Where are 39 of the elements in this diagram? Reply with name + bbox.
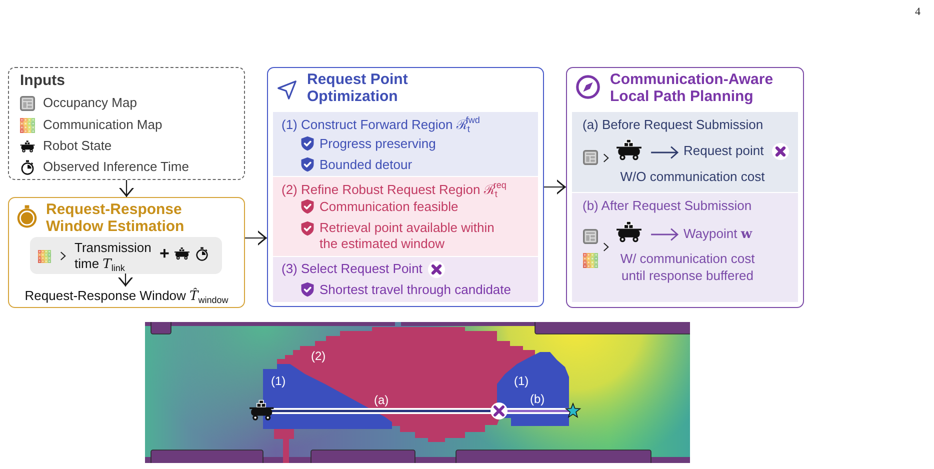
formula-text: Transmission time T$_{link}$	[74, 240, 152, 272]
checklist-item: Shortest travel through candidate	[320, 282, 512, 298]
checklist-item: Bounded detour	[320, 156, 412, 172]
checklist-item: Communication feasible	[320, 198, 458, 214]
list-item: Occupancy Map	[43, 95, 137, 111]
process-panel	[267, 67, 544, 307]
path-label: (b)	[530, 392, 545, 406]
section-heading: (a) Before Request Submission	[582, 116, 764, 132]
list-item: Observed Inference Time	[43, 159, 189, 175]
note-text: W/O communication cost	[619, 168, 766, 184]
page-number: 4	[915, 5, 920, 19]
target-text: Waypoint w	[684, 226, 752, 242]
mode-section	[572, 112, 798, 192]
path-label: (a)	[374, 393, 389, 407]
region-label: (1)	[514, 374, 529, 388]
step-section	[272, 112, 538, 176]
region-label: (2)	[311, 349, 326, 363]
step-section	[272, 176, 538, 256]
panel-title: Inputs	[20, 72, 65, 89]
checklist-item: Progress preserving	[320, 136, 436, 152]
list-item: Communication Map	[43, 117, 162, 133]
plus-sign: +	[160, 246, 170, 262]
panel-title: Communication-Aware Local Path Planning	[610, 71, 774, 105]
list-item: Robot State	[43, 138, 112, 154]
inputs-panel	[8, 67, 245, 180]
section-heading: (b) After Request Submission	[582, 198, 752, 214]
panel-title: Request Point Optimization	[307, 71, 409, 105]
step-section	[272, 256, 538, 302]
formula-panel	[30, 236, 222, 274]
target-text: Request point	[684, 143, 764, 159]
output-text: Request-Response Window T̂$_{window}$	[12, 286, 242, 304]
checklist-item: Retrieval point available within the estimated window	[320, 220, 496, 252]
mode-section	[572, 192, 798, 302]
section-heading: (3) Select Request Point	[282, 261, 422, 277]
process-panel	[8, 197, 245, 308]
process-panel	[566, 67, 804, 308]
panel-title: Request-Response Window Estimation	[46, 201, 186, 235]
note-text: W/ communication cost until response buffered	[619, 250, 756, 284]
region-label: (1)	[271, 374, 286, 388]
